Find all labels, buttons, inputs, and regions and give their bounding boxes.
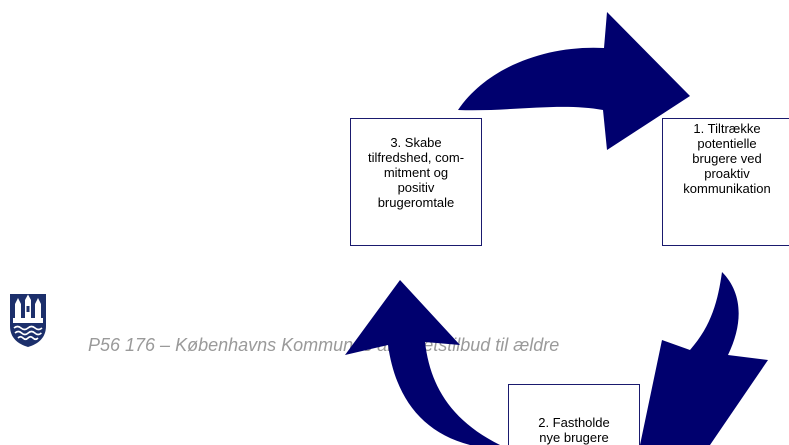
step-3-box: 3. Skabe tilfredshed, com- mitment og po… [350, 118, 482, 246]
arrow-right-icon [640, 272, 768, 445]
arrow-left-icon [345, 280, 500, 445]
step-1-box: 1. Tiltrække potentielle brugere ved pro… [662, 118, 789, 246]
step-2-box: 2. Fastholde nye brugere [508, 384, 640, 445]
arrow-top-icon [458, 12, 690, 150]
copenhagen-coat-of-arms-icon [10, 294, 46, 347]
